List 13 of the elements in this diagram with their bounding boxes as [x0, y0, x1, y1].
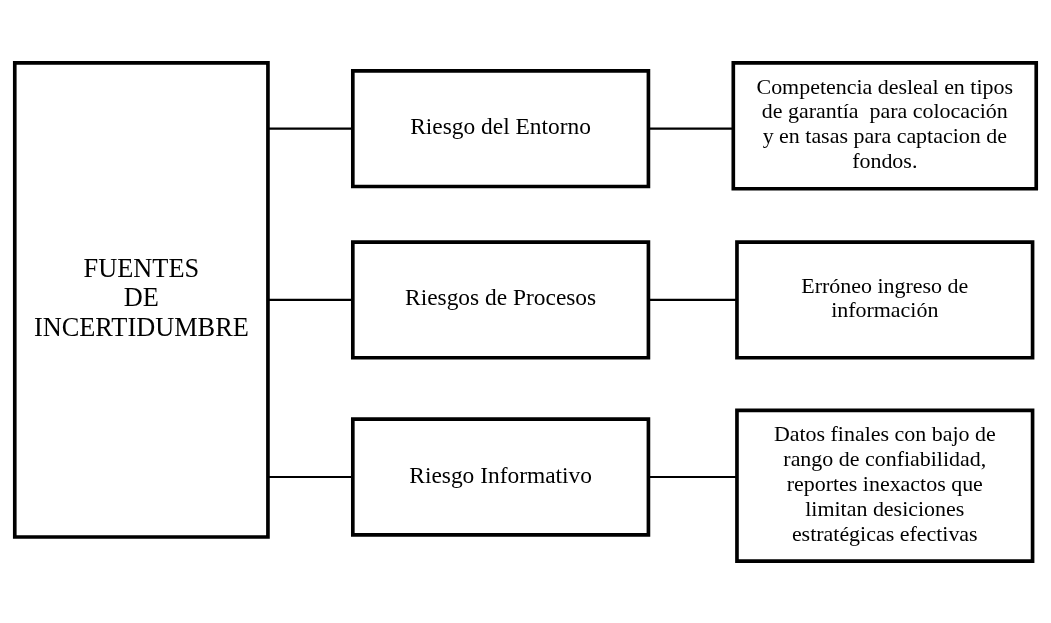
node-box: Competencia desleal en tipos de garantía para colocación y en tasas para captacion de fondos. — [731, 60, 1039, 191]
connector — [268, 298, 353, 301]
node-box: FUENTES DE INCERTIDUMBRE — [12, 60, 270, 539]
connector — [268, 475, 353, 478]
node-box: Riesgo del Entorno — [351, 68, 651, 188]
connector — [648, 298, 737, 301]
node-box: Erróneo ingreso de información — [735, 239, 1035, 360]
connector — [648, 475, 737, 478]
connector — [648, 127, 734, 130]
node-box: Riesgo Informativo — [351, 416, 651, 537]
node-box: Riesgos de Procesos — [351, 239, 651, 360]
node-box: Datos finales con bajo de rango de confiabilidad, reportes inexactos que limitan desiciones estratégicas efectivas — [735, 408, 1035, 563]
connector — [268, 127, 353, 130]
